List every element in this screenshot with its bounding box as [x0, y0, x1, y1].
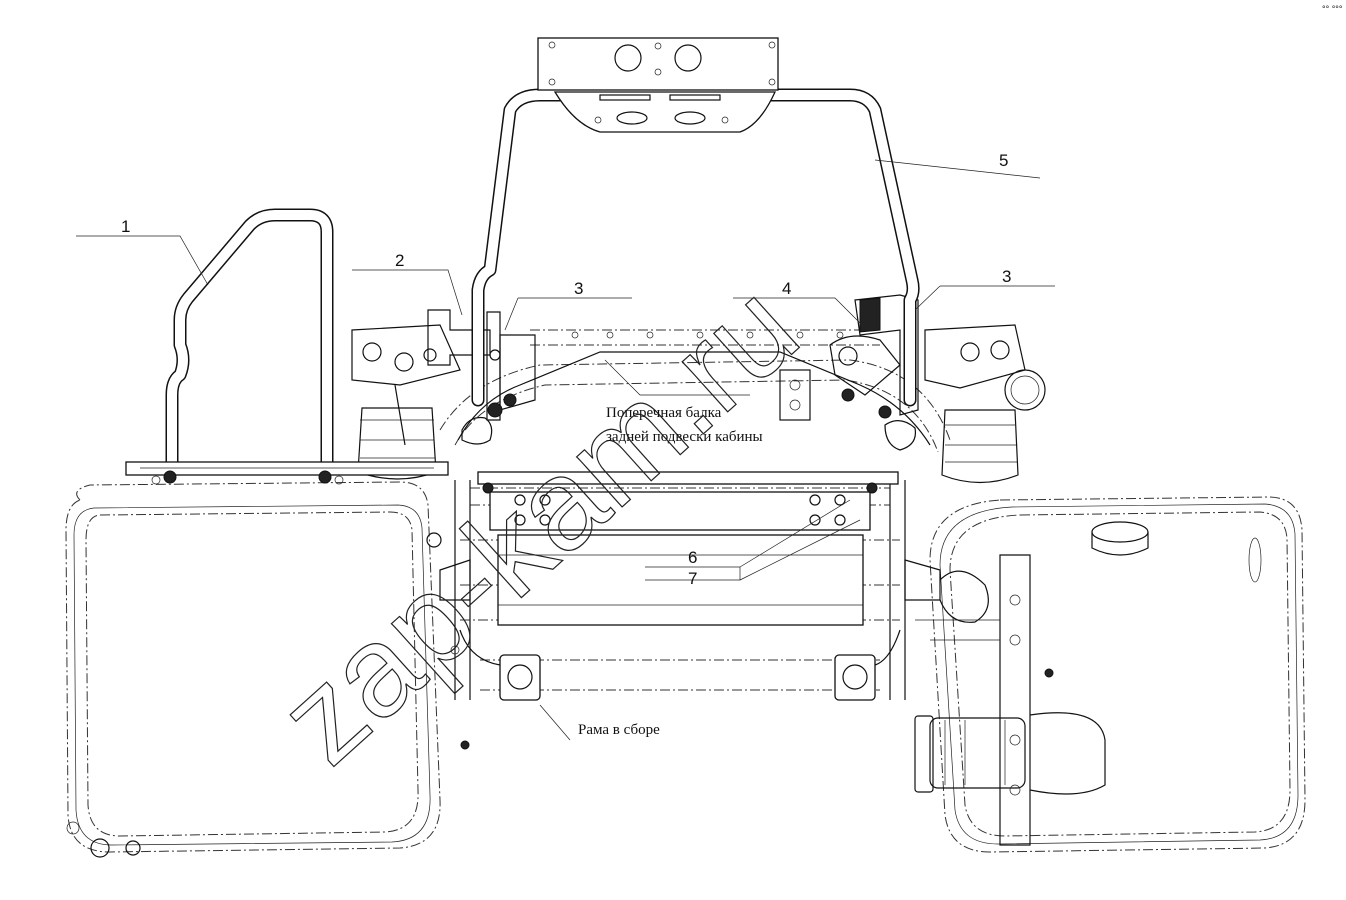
callout-1: 1 — [121, 217, 130, 236]
right-cab-mount-bracket — [779, 294, 919, 451]
right-fuel-tank — [914, 496, 1306, 853]
left-tank-box — [65, 481, 442, 858]
upper-platform-bar — [477, 471, 899, 494]
callout-leaders — [76, 159, 1055, 741]
left-cab-mount-bracket — [427, 309, 536, 445]
callout-4: 4 — [782, 279, 791, 298]
crossbeam-caption-line1: Поперечная балка — [606, 405, 722, 421]
left-air-spring — [351, 324, 461, 480]
rear-suspension-crossbeam — [457, 329, 931, 446]
callout-5: 5 — [999, 151, 1008, 170]
frame-caption: Рама в сборе — [578, 722, 660, 738]
callout-6: 6 — [688, 548, 697, 567]
cab-rear-frame — [471, 37, 920, 407]
callout-2: 2 — [395, 251, 404, 270]
callout-3-left: 3 — [574, 279, 583, 298]
corner-mark: °° °°° — [1322, 4, 1343, 14]
callout-7: 7 — [688, 569, 697, 588]
right-air-spring — [924, 324, 1046, 484]
step-ladder — [125, 208, 449, 485]
callout-3-right: 3 — [1002, 267, 1011, 286]
crossbeam-caption-line2: задней подвески кабины — [606, 429, 763, 445]
